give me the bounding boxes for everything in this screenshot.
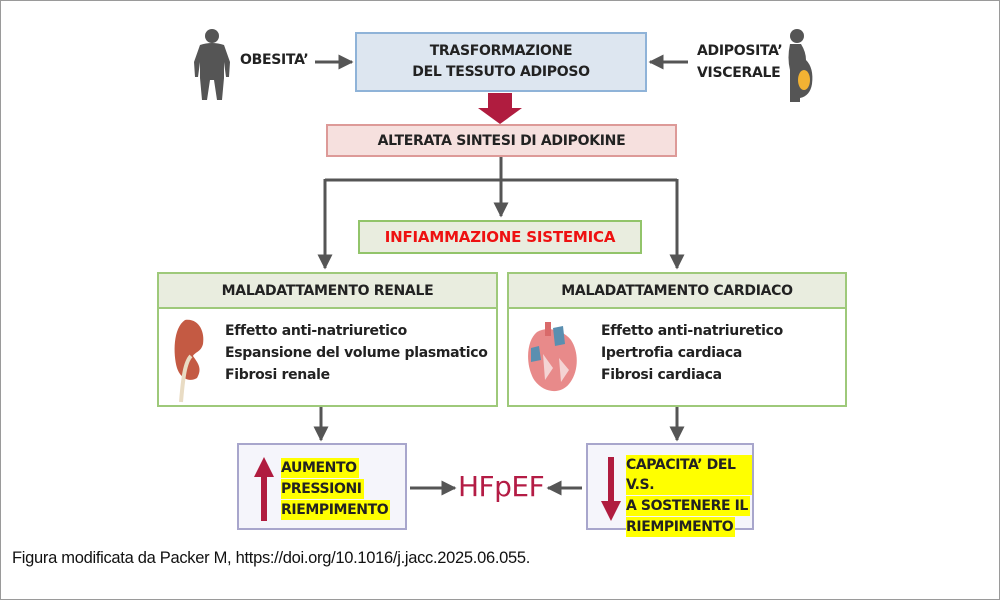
renal-effects-list: Effetto anti-natriuretico Espansione del… xyxy=(225,320,488,386)
right-outcome-line: A SOSTENERE IL xyxy=(626,496,750,516)
adipose-tissue-transformation-box: TRASFORMAZIONE DEL TESSUTO ADIPOSO xyxy=(355,32,647,92)
renal-effect-item: Espansione del volume plasmatico xyxy=(225,345,488,361)
systemic-inflammation-box: INFIAMMAZIONE SISTEMICA xyxy=(358,220,642,254)
cardiac-maladaptation-panel: MALADATTAMENTO CARDIACO Effetto anti-nat… xyxy=(507,272,847,407)
right-outcome-line: RIEMPIMENTO xyxy=(626,517,736,537)
renal-effect-item: Effetto anti-natriuretico xyxy=(225,323,407,339)
inflammation-label: INFIAMMAZIONE SISTEMICA xyxy=(384,228,616,246)
figure-caption: Figura modificata da Packer M, https://d… xyxy=(12,549,531,567)
adipokine-synthesis-box: ALTERATA SINTESI DI ADIPOKINE xyxy=(326,124,677,157)
kidney-icon xyxy=(174,319,204,403)
renal-effect-item: Fibrosi renale xyxy=(225,367,330,383)
cardiac-panel-title: MALADATTAMENTO CARDIACO xyxy=(509,274,845,309)
lv-filling-capacity-box: CAPACITA’ DEL V.S. A SOSTENERE IL RIEMPI… xyxy=(586,443,754,537)
renal-panel-title: MALADATTAMENTO RENALE xyxy=(159,274,496,309)
heart-icon xyxy=(528,322,577,392)
right-outcome-line: CAPACITA’ DEL V.S. xyxy=(626,455,752,495)
left-outcome-line: PRESSIONI xyxy=(281,479,364,499)
transformation-line1: TRASFORMAZIONE xyxy=(429,43,573,59)
hfpef-label: HFpEF xyxy=(458,470,545,503)
left-outcome-text: AUMENTO PRESSIONI RIEMPIMENTO xyxy=(281,457,391,520)
obesity-label: OBESITA’ xyxy=(240,52,309,68)
visceral-adiposity-label-line1: ADIPOSITA’ xyxy=(697,43,783,59)
adipokine-label: ALTERATA SINTESI DI ADIPOKINE xyxy=(377,132,626,149)
connector-adipokine-branch xyxy=(325,157,677,182)
obese-person-icon xyxy=(194,29,230,100)
cardiac-effect-item: Fibrosi cardiaca xyxy=(601,367,722,383)
increased-filling-pressure-box: AUMENTO PRESSIONI RIEMPIMENTO xyxy=(237,443,407,530)
cardiac-effects-list: Effetto anti-natriuretico Ipertrofia car… xyxy=(601,320,783,386)
visceral-adiposity-label-line2: VISCERALE xyxy=(697,65,781,81)
left-outcome-line: AUMENTO xyxy=(281,458,359,478)
arrow-down-icon xyxy=(601,457,621,521)
transformation-line2: DEL TESSUTO ADIPOSO xyxy=(412,64,590,80)
renal-maladaptation-panel: MALADATTAMENTO RENALE Effetto anti-natri… xyxy=(157,272,498,407)
cardiac-effect-item: Effetto anti-natriuretico xyxy=(601,323,783,339)
arrow-transformation-to-adipokine xyxy=(478,93,522,124)
arrow-up-icon xyxy=(254,457,274,521)
cardiac-effect-item: Ipertrofia cardiaca xyxy=(601,345,743,361)
visceral-adiposity-icon xyxy=(788,29,813,102)
right-outcome-text: CAPACITA’ DEL V.S. A SOSTENERE IL RIEMPI… xyxy=(626,455,752,537)
left-outcome-line: RIEMPIMENTO xyxy=(281,500,391,520)
